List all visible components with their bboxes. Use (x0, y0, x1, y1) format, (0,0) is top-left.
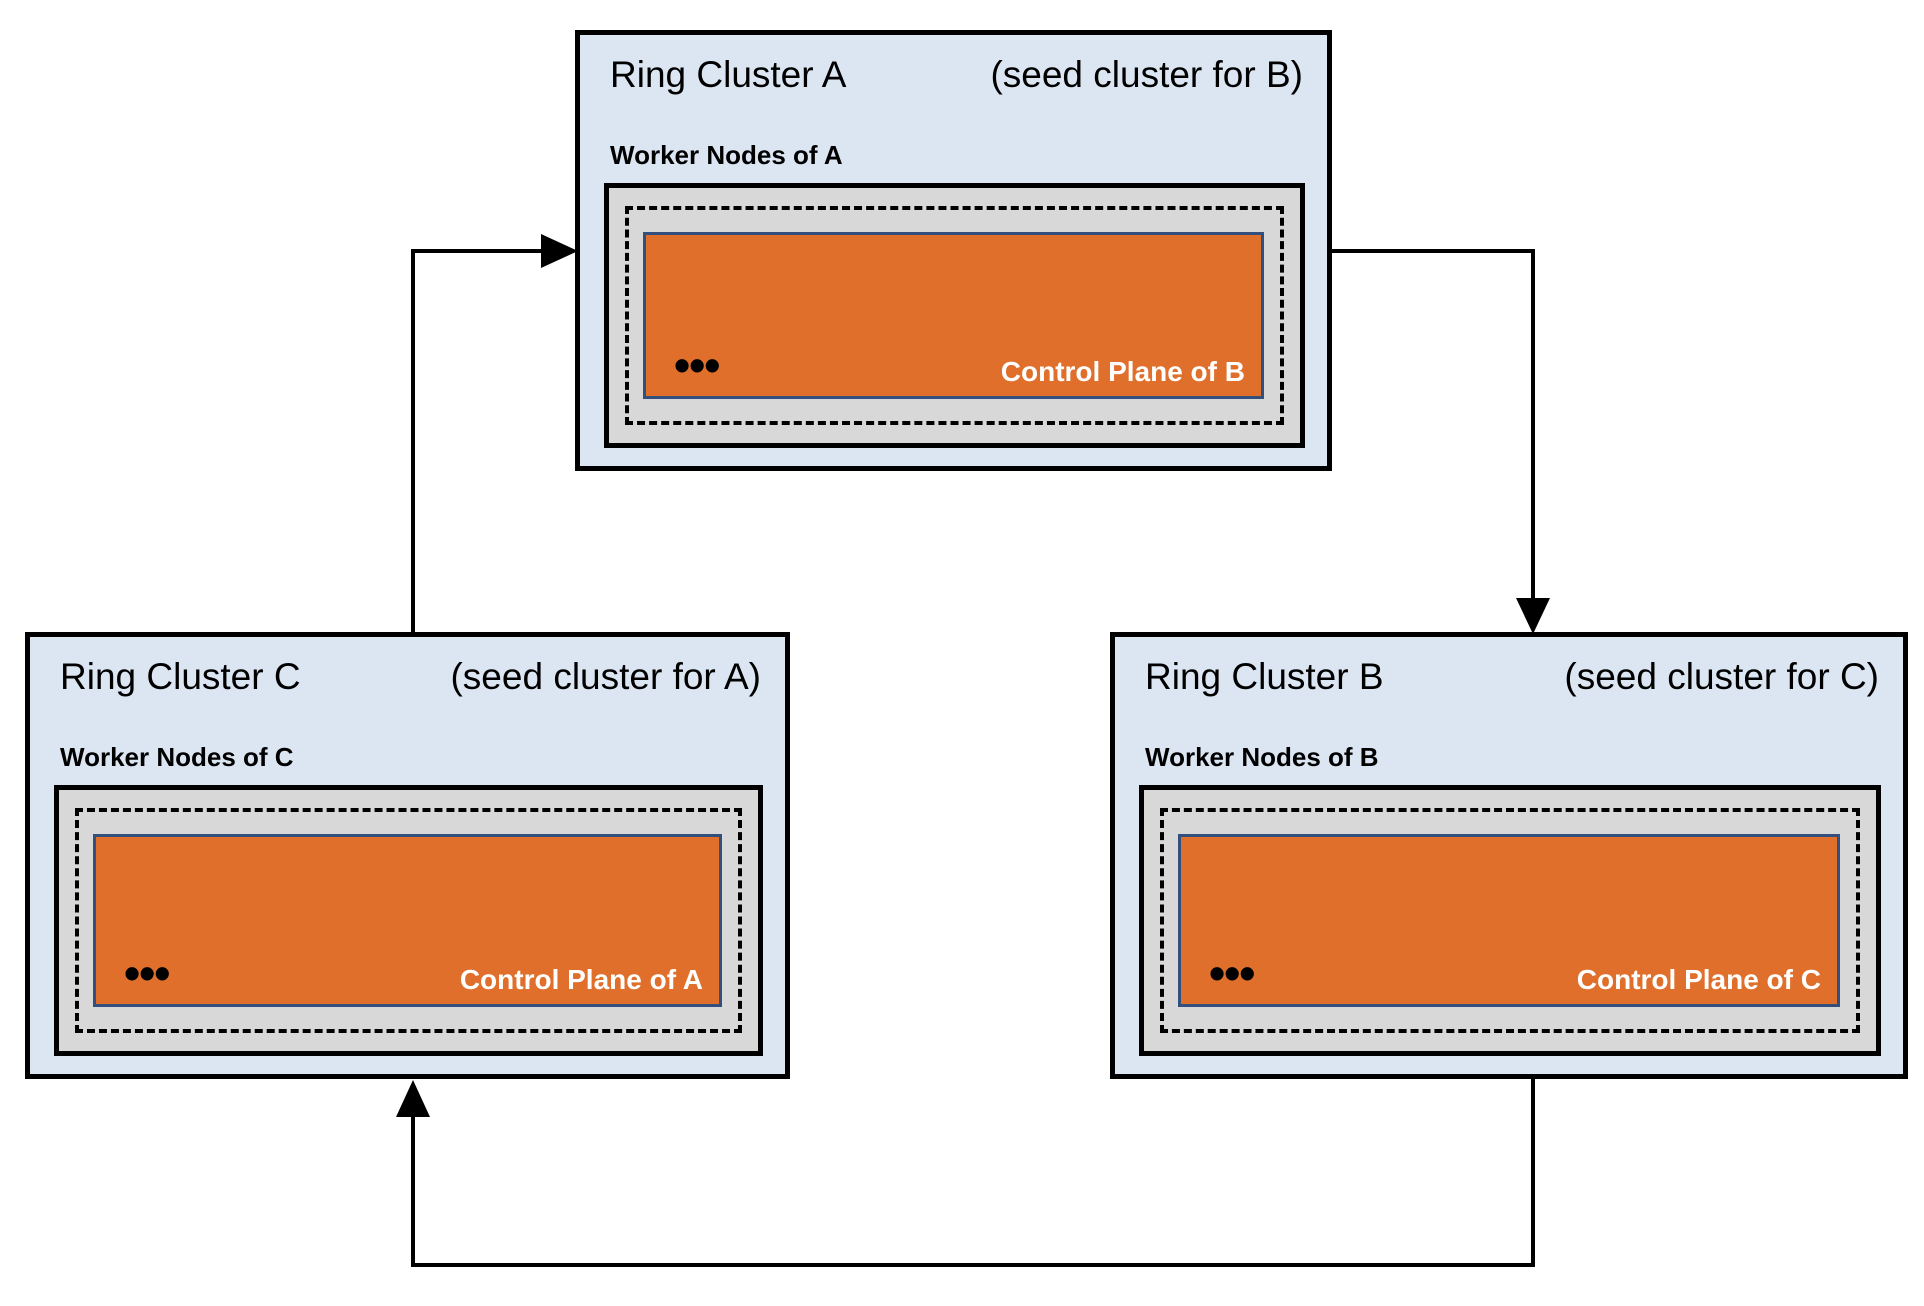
cluster-a-control-plane-row: ••• Control Plane of B (674, 342, 1245, 388)
cluster-b: Ring Cluster B (seed cluster for C) Work… (1110, 632, 1908, 1079)
cluster-a: Ring Cluster A (seed cluster for B) Work… (575, 30, 1332, 471)
arrow-b-to-c (396, 1074, 1535, 1267)
cluster-c: Ring Cluster C (seed cluster for A) Work… (25, 632, 790, 1079)
ellipsis-dots-icon: ••• (674, 339, 720, 391)
cluster-a-title: Ring Cluster A (seed cluster for B) (604, 49, 1305, 97)
cluster-b-subtitle: (seed cluster for C) (1564, 656, 1879, 697)
cluster-c-worker-label: Worker Nodes of C (60, 742, 294, 773)
cluster-a-worker-node-box: ••• Control Plane of B (604, 183, 1305, 448)
cluster-c-control-plane-row: ••• Control Plane of A (124, 950, 703, 996)
cluster-b-worker-label: Worker Nodes of B (1145, 742, 1379, 773)
cluster-a-subtitle: (seed cluster for B) (990, 54, 1303, 95)
cluster-a-dashed-boundary: ••• Control Plane of B (625, 206, 1284, 425)
cluster-a-worker-label: Worker Nodes of A (610, 140, 843, 171)
cluster-c-worker-node-box: ••• Control Plane of A (54, 785, 763, 1056)
cluster-c-title: Ring Cluster C (seed cluster for A) (54, 651, 763, 699)
ellipsis-dots-icon: ••• (1209, 947, 1255, 999)
cluster-c-dashed-boundary: ••• Control Plane of A (75, 808, 742, 1033)
cluster-b-worker-node-box: ••• Control Plane of C (1139, 785, 1881, 1056)
cluster-a-control-plane-box: ••• Control Plane of B (643, 232, 1264, 399)
cluster-c-name: Ring Cluster C (60, 656, 301, 697)
cluster-b-dashed-boundary: ••• Control Plane of C (1160, 808, 1860, 1033)
cluster-b-control-plane-label: Control Plane of C (1576, 964, 1821, 995)
cluster-b-control-plane-row: ••• Control Plane of C (1209, 950, 1821, 996)
cluster-c-control-plane-box: ••• Control Plane of A (93, 834, 722, 1007)
cluster-b-title: Ring Cluster B (seed cluster for C) (1139, 651, 1881, 699)
cluster-b-control-plane-box: ••• Control Plane of C (1178, 834, 1840, 1007)
cluster-c-control-plane-label: Control Plane of A (459, 964, 703, 995)
cluster-c-subtitle: (seed cluster for A) (450, 656, 761, 697)
cluster-a-control-plane-label: Control Plane of B (1000, 356, 1245, 387)
arrow-a-to-b (1326, 249, 1550, 634)
cluster-a-name: Ring Cluster A (610, 54, 847, 95)
cluster-b-name: Ring Cluster B (1145, 656, 1384, 697)
arrow-c-to-a (411, 234, 578, 640)
ellipsis-dots-icon: ••• (124, 947, 170, 999)
